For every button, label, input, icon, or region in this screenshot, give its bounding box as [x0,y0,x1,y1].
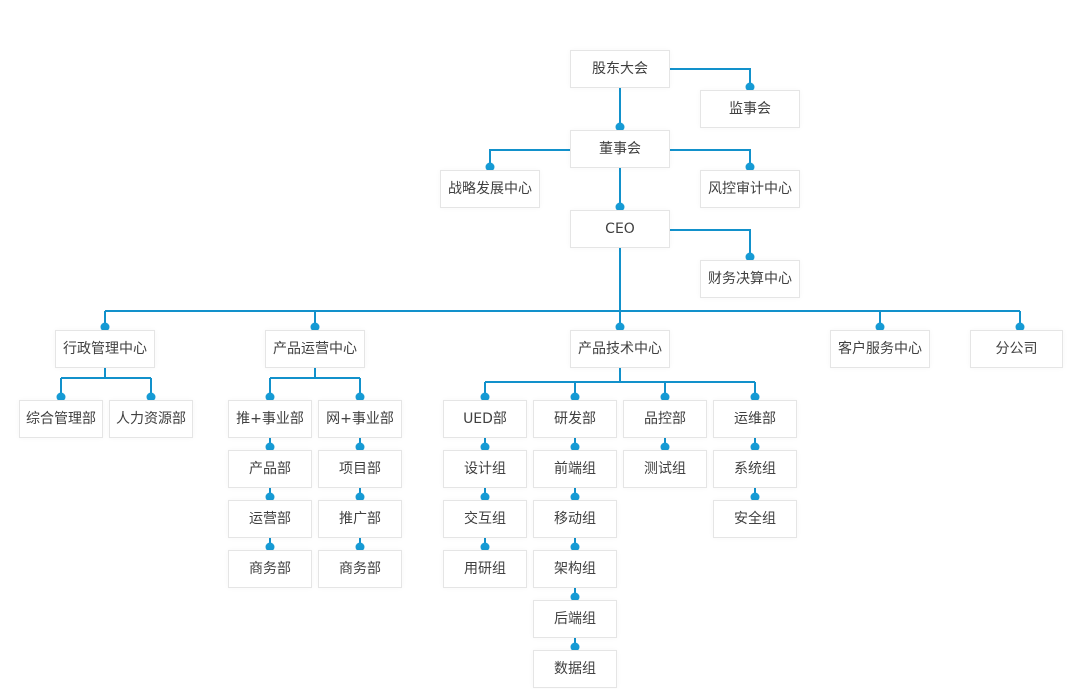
node-operations-dept: 运营部 [228,500,312,538]
node-hr-dept: 人力资源部 [109,400,193,438]
node-data-team: 数据组 [533,650,617,688]
edge-board-risk-audit [670,149,755,172]
node-general-dept: 综合管理部 [19,400,103,438]
node-admin-center: 行政管理中心 [55,330,155,368]
edge-shareholders-board [615,88,625,132]
node-wang-division: 网+事业部 [318,400,402,438]
edge-admin-children [56,368,156,402]
node-design-team: 设计组 [443,450,527,488]
connector-line-segment [670,68,751,83]
node-branch-company: 分公司 [970,330,1063,368]
node-finance-center: 财务决算中心 [700,260,800,298]
node-backend-team: 后端组 [533,600,617,638]
node-customer-service-center: 客户服务中心 [830,330,930,368]
node-user-research-team: 用研组 [443,550,527,588]
edge-product-ops-children [265,368,365,402]
node-strategy-center: 战略发展中心 [440,170,540,208]
edge-product-tech-children [480,368,760,402]
node-system-team: 系统组 [713,450,797,488]
node-architecture-team: 架构组 [533,550,617,588]
node-security-team: 安全组 [713,500,797,538]
edge-ceo-main-bus [100,248,1025,332]
node-product-tech-center: 产品技术中心 [570,330,670,368]
edge-board-strategy [485,149,570,172]
node-risk-audit-center: 风控审计中心 [700,170,800,208]
edge-shareholders-supervisory [670,68,755,92]
node-shareholders-meeting: 股东大会 [570,50,670,88]
connector-line-segment [670,229,751,253]
connector-line-segment [670,149,751,163]
node-promotion-dept: 推广部 [318,500,402,538]
node-ops-maintenance-dept: 运维部 [713,400,797,438]
node-supervisory-board: 监事会 [700,90,800,128]
node-rnd-dept: 研发部 [533,400,617,438]
connector-line-segment [489,149,570,163]
node-mobile-team: 移动组 [533,500,617,538]
node-frontend-team: 前端组 [533,450,617,488]
node-product-dept: 产品部 [228,450,312,488]
node-ceo: CEO [570,210,670,248]
node-business-dept-wang: 商务部 [318,550,402,588]
node-tui-division: 推+事业部 [228,400,312,438]
edge-board-ceo [615,168,625,212]
node-ued-dept: UED部 [443,400,527,438]
node-qc-dept: 品控部 [623,400,707,438]
node-product-ops-center: 产品运营中心 [265,330,365,368]
node-business-dept-tui: 商务部 [228,550,312,588]
node-testing-team: 测试组 [623,450,707,488]
edge-ceo-finance [670,229,755,262]
node-interaction-team: 交互组 [443,500,527,538]
node-board-of-directors: 董事会 [570,130,670,168]
node-project-dept: 项目部 [318,450,402,488]
